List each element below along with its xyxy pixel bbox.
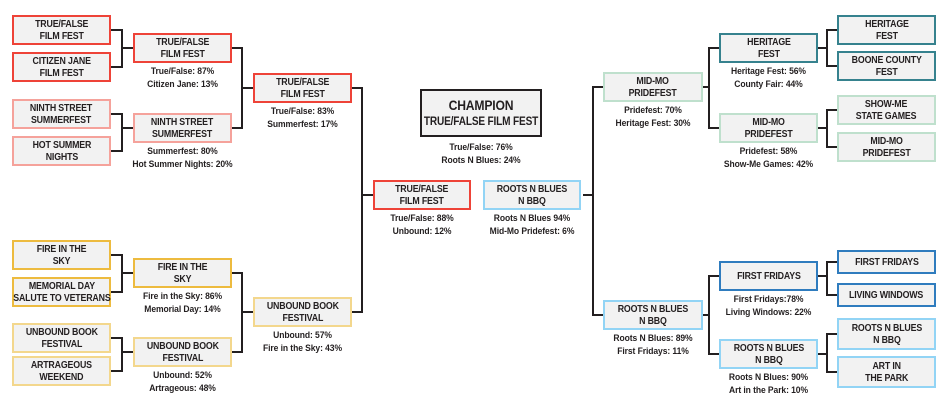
box-label: FIRST FRIDAYS [736,269,801,282]
result-unbound-semifinal: Unbound: 57% Fire in the Sky: 43% [262,330,342,354]
box-label: MID-MO PRIDEFEST [629,74,677,99]
box-label: CITIZEN JANE FILM FEST [32,54,91,79]
box-label: ROOTS N BLUES N BBQ [851,321,922,346]
box-label: NINTH STREET SUMMERFEST [30,101,93,126]
box-label: ROOTS N BLUES N BBQ [733,341,804,366]
box-unbound-book-r1: UNBOUND BOOK FESTIVAL [12,323,111,353]
result-roots-n-blues-r2: Roots N Blues: 90% Art in the Park: 10% [728,372,809,396]
box-label: LIVING WINDOWS [849,288,924,301]
result-ninth-street-r2: Summerfest: 80% Hot Summer Nights: 20% [132,146,233,170]
box-art-in-the-park-r1: ART IN THE PARK [837,356,936,388]
box-label: ARTRAGEOUS WEEKEND [30,358,93,383]
box-label: TRUE/FALSE FILM FEST [275,75,330,100]
box-heritage-fest-r1: HERITAGE FEST [837,15,936,45]
box-roots-n-blues-semifinal: ROOTS N BLUES N BBQ [603,300,703,330]
box-heritage-fest-r2: HERITAGE FEST [719,33,818,63]
box-memorial-day-r1: MEMORIAL DAY SALUTE TO VETERANS [12,277,111,307]
box-label: FIRE IN THE SKY [157,260,208,285]
box-roots-n-blues-r2: ROOTS N BLUES N BBQ [719,339,818,369]
box-label: HOT SUMMER NIGHTS [32,138,91,163]
box-first-fridays-r2: FIRST FRIDAYS [719,261,818,291]
box-mid-mo-pridefest-r2: MID-MO PRIDEFEST [719,113,818,143]
result-first-fridays-r2: First Fridays:78% Living Windows: 22% [725,294,812,318]
box-unbound-semifinal: UNBOUND BOOK FESTIVAL [253,297,352,327]
box-label: MID-MO PRIDEFEST [862,134,911,159]
box-label: HERITAGE FEST [746,35,791,60]
box-boone-county-r1: BOONE COUNTY FEST [837,51,936,81]
box-label: TRUE/FALSE FILM FEST [34,17,89,42]
box-hot-summer-nights-r1: HOT SUMMER NIGHTS [12,136,111,166]
box-label: ROOTS N BLUES N BBQ [496,182,568,207]
box-label: FIRE IN THE SKY [36,242,87,267]
box-artrageous-r1: ARTRAGEOUS WEEKEND [12,356,111,386]
result-true-false-semifinal: True/False: 83% Summerfest: 17% [267,106,338,130]
box-ninth-street-r2: NINTH STREET SUMMERFEST [133,113,232,143]
box-label: ART IN THE PARK [864,359,909,384]
box-label: NINTH STREET SUMMERFEST [151,115,214,140]
box-roots-n-blues-r1: ROOTS N BLUES N BBQ [837,318,936,350]
box-label: UNBOUND BOOK FESTIVAL [25,325,98,350]
box-true-false-r1: TRUE/FALSE FILM FEST [12,15,111,45]
box-label: SHOW-ME STATE GAMES [856,97,917,122]
box-label: BOONE COUNTY FEST [851,53,922,78]
box-label: TRUE/FALSE FILM FEST [395,182,449,207]
box-ninth-street-r1: NINTH STREET SUMMERFEST [12,99,111,129]
box-label: MID-MO PRIDEFEST [744,115,793,140]
box-show-me-games-r1: SHOW-ME STATE GAMES [837,95,936,125]
box-label: TRUE/FALSE FILM FEST [155,35,210,60]
box-citizen-jane-r1: CITIZEN JANE FILM FEST [12,52,111,82]
result-unbound-book-r2: Unbound: 52% Artrageous: 48% [149,370,216,394]
box-true-false-r2: TRUE/FALSE FILM FEST [133,33,232,63]
box-true-false-finalist: TRUE/FALSE FILM FEST [373,180,471,210]
box-living-windows-r1: LIVING WINDOWS [837,283,936,307]
box-roots-n-blues-finalist: ROOTS N BLUES N BBQ [483,180,581,210]
box-fire-in-the-sky-r2: FIRE IN THE SKY [133,258,232,288]
box-fire-in-the-sky-r1: FIRE IN THE SKY [12,240,111,270]
champion-label: CHAMPION [448,98,514,113]
box-label: HERITAGE FEST [864,17,909,42]
champion-box: CHAMPION TRUE/FALSE FILM FEST [420,89,542,137]
result-mid-mo-semifinal: Pridefest: 70% Heritage Fest: 30% [615,105,691,129]
box-label: UNBOUND BOOK FESTIVAL [266,299,339,324]
box-label: FIRST FRIDAYS [854,255,919,268]
box-label: UNBOUND BOOK FESTIVAL [146,339,219,364]
box-true-false-semifinal: TRUE/FALSE FILM FEST [253,73,352,103]
result-roots-semifinal: Roots N Blues: 89% First Fridays: 11% [613,333,693,357]
result-true-false-r2: True/False: 87% Citizen Jane: 13% [147,66,218,90]
champion-name: TRUE/FALSE FILM FEST [423,114,539,128]
box-label: ROOTS N BLUES N BBQ [617,302,689,327]
result-roots-n-blues-finalist: Roots N Blues 94% Mid-Mo Pridefest: 6% [489,213,575,237]
result-mid-mo-pridefest-r2: Pridefest: 58% Show-Me Games: 42% [723,146,814,170]
box-first-fridays-r1: FIRST FRIDAYS [837,250,936,274]
result-champion: True/False: 76% Roots N Blues: 24% [441,142,521,166]
box-mid-mo-pridefest-r1: MID-MO PRIDEFEST [837,132,936,162]
box-unbound-book-r2: UNBOUND BOOK FESTIVAL [133,337,232,367]
result-fire-in-the-sky-r2: Fire in the Sky: 86% Memorial Day: 14% [142,291,222,315]
result-true-false-finalist: True/False: 88% Unbound: 12% [390,213,454,237]
box-mid-mo-pridefest-semifinal: MID-MO PRIDEFEST [603,72,703,102]
result-heritage-fest-r2: Heritage Fest: 56% County Fair: 44% [731,66,806,90]
box-label: MEMORIAL DAY SALUTE TO VETERANS [12,279,111,304]
